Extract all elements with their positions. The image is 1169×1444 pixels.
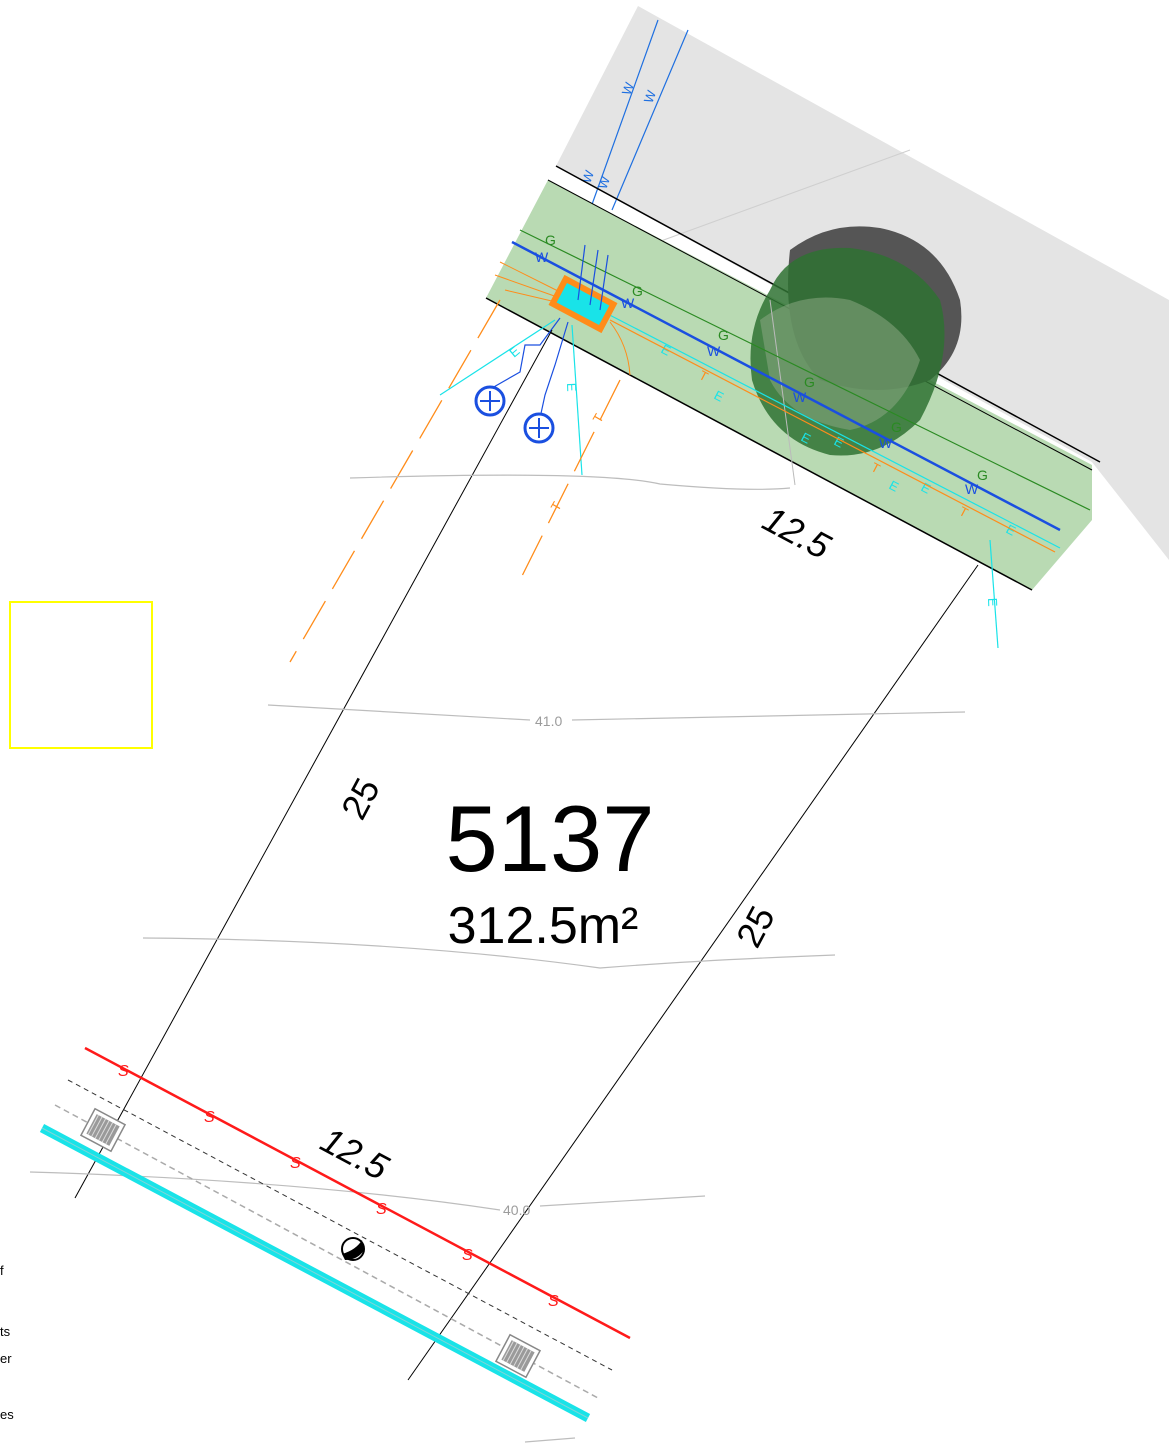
stormwater-grate-1 [79, 1107, 127, 1153]
sewer-label-2: S [204, 1109, 215, 1126]
contour-label-upper: 41.0 [535, 713, 562, 729]
left-depth-dimension: 25 [333, 771, 388, 826]
water-label-4: W [793, 389, 807, 405]
water-meter-2 [523, 412, 555, 444]
water-label-3: W [707, 343, 721, 359]
gas-label-5: G [891, 419, 902, 435]
water-label-road-1: W [619, 80, 638, 97]
rear-width-dimension: 12.5 [314, 1119, 396, 1189]
easement-line-black [67, 1079, 613, 1371]
stormwater-grate-2 [494, 1333, 542, 1379]
edge-text-3: er [0, 1351, 12, 1366]
water-label-road-2: W [641, 88, 660, 105]
gas-main [519, 229, 1091, 511]
edge-text-4: es [0, 1407, 14, 1422]
electric-connections [439, 319, 999, 649]
gas-label-3: G [718, 327, 729, 343]
electric-label-lot-2: E [564, 383, 579, 393]
sewer-label-1: S [118, 1063, 129, 1080]
telecom-lot-lines [289, 299, 621, 663]
electric-label-lot-3: E [985, 598, 1000, 608]
gas-label-6: G [977, 467, 988, 483]
marker-box [9, 601, 153, 749]
right-depth-dimension: 25 [728, 899, 783, 954]
sewer-label-5: S [462, 1247, 473, 1264]
road-edge-line [649, 149, 911, 246]
water-label-1: W [535, 249, 549, 265]
sewer-label-6: S [548, 1293, 559, 1310]
street-tree [750, 226, 962, 486]
contour-lines [29, 474, 966, 1443]
contour-label-lower: 40.0 [503, 1202, 530, 1218]
tree-highlight [760, 297, 920, 430]
gas-label-4: G [804, 374, 815, 390]
sewer-connection-icon [341, 1237, 365, 1261]
water-label-5: W [879, 435, 893, 451]
water-label-road-4: W [595, 174, 614, 191]
front-width-dimension: 12.5 [756, 498, 838, 568]
electric-main [599, 309, 1061, 549]
telecom-label-lot-3: T [548, 499, 565, 513]
gas-label-1: G [545, 232, 556, 248]
lot-right-boundary [407, 564, 979, 1381]
water-meter-1 [474, 385, 506, 417]
edge-text-1: f [0, 1263, 4, 1278]
lot-left-boundary [74, 329, 553, 1199]
kerb-edge [41, 1127, 589, 1419]
telecom-feeders [494, 261, 631, 376]
meter-connections [491, 317, 569, 419]
electric-label-lot-1: E [506, 343, 523, 360]
sewer-main [84, 1046, 631, 1340]
water-label-2: W [621, 295, 635, 311]
sewer-label-3: S [290, 1155, 301, 1172]
lot-number: 5137 [445, 786, 654, 891]
sewer-label-4: S [376, 1201, 387, 1218]
service-pit [548, 274, 618, 334]
telecom-main [609, 319, 1056, 553]
gas-label-2: G [632, 283, 643, 299]
water-main-road [589, 19, 689, 211]
water-label-6: W [965, 481, 979, 497]
edge-text-2: ts [0, 1324, 11, 1339]
property-front-boundary [485, 297, 1033, 591]
lot-area: 312.5m² [448, 897, 639, 955]
pit-water-connections [577, 244, 609, 311]
